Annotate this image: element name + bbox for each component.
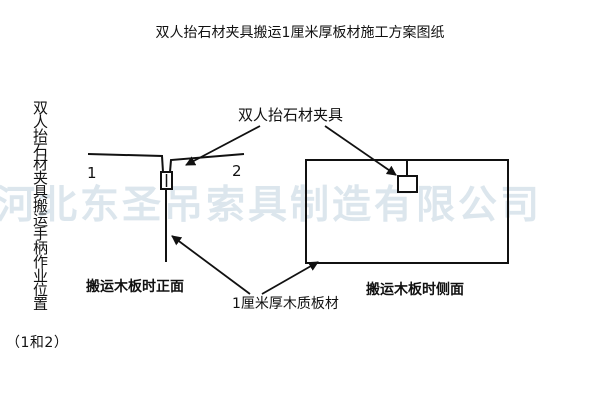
watermark-text: 河北东圣吊索具制造有限公司 bbox=[0, 183, 543, 228]
handle-position-label: 双人抬石材夹具搬运手柄作业位置 bbox=[31, 100, 49, 310]
board-label: 1厘米厚木质板材 bbox=[232, 296, 339, 312]
clamp-box-side bbox=[397, 175, 418, 193]
page-title: 双人抬石材夹具搬运1厘米厚板材施工方案图纸 bbox=[155, 25, 445, 41]
front-view-label: 搬运木板时正面 bbox=[86, 279, 184, 295]
position-2-label: 2 bbox=[232, 162, 242, 180]
arrow-to-side-board bbox=[261, 261, 319, 295]
arrow-to-side-clamp bbox=[324, 125, 397, 176]
handle-right-line bbox=[169, 153, 245, 173]
arrow-to-front-board bbox=[171, 235, 251, 295]
handle-position-sublabel: （1和2） bbox=[6, 335, 69, 351]
clamp-label: 双人抬石材夹具 bbox=[238, 106, 344, 124]
handle-left-line bbox=[87, 153, 164, 173]
arrow-to-front-clamp bbox=[185, 125, 261, 166]
side-view-label: 搬运木板时侧面 bbox=[366, 282, 464, 298]
position-1-label: 1 bbox=[87, 164, 97, 182]
